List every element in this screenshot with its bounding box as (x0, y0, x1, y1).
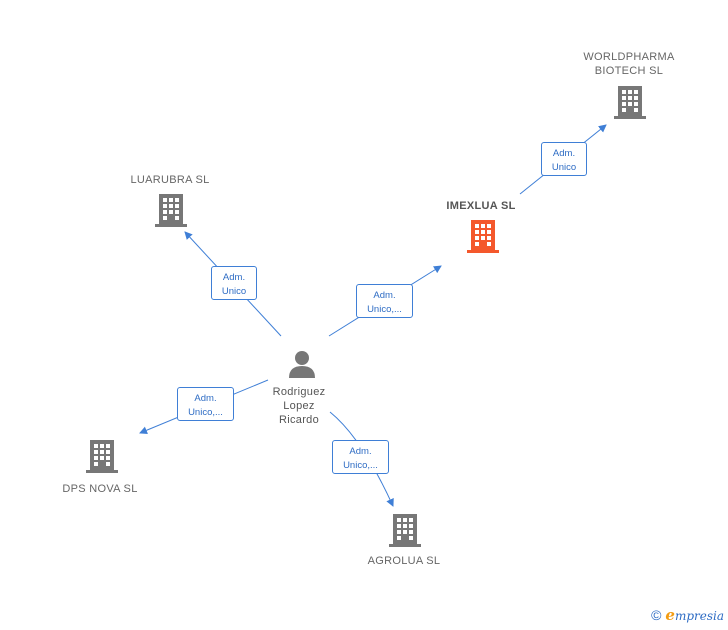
building-icon-imexlua[interactable] (467, 218, 499, 254)
company-label-luarubra[interactable]: LUARUBRA SL (130, 174, 210, 186)
edge-label-person-dpsnova: Adm. Unico,... (177, 387, 234, 421)
edge-label-imexlua-worldpharma: Adm. Unico (541, 142, 587, 176)
building-icon-dpsnova[interactable] (86, 438, 118, 474)
brand-initial: e (665, 606, 675, 624)
building-icon-agrolua[interactable] (389, 512, 421, 548)
company-label-agrolua[interactable]: AGROLUA SL (367, 555, 441, 567)
person-icon[interactable] (287, 349, 317, 379)
company-label-imexlua[interactable]: IMEXLUA SL (446, 200, 516, 212)
edge-label-person-agrolua: Adm. Unico,... (332, 440, 389, 474)
person-label[interactable]: Rodriguez Lopez Ricardo (272, 386, 326, 426)
edge-label-person-luarubra: Adm. Unico (211, 266, 257, 300)
footer-brand[interactable]: © empresia (651, 606, 724, 624)
building-icon-worldpharma[interactable] (614, 84, 646, 120)
company-label-worldpharma[interactable]: WORLDPHARMA BIOTECH SL (583, 51, 675, 77)
company-label-dpsnova[interactable]: DPS NOVA SL (62, 483, 138, 495)
brand-rest: mpresia (674, 609, 724, 623)
building-icon-luarubra[interactable] (155, 192, 187, 228)
edge-label-person-imexlua: Adm. Unico,... (356, 284, 413, 318)
copyright-icon: © (651, 607, 662, 623)
brand-logo[interactable]: empresia (665, 606, 724, 624)
